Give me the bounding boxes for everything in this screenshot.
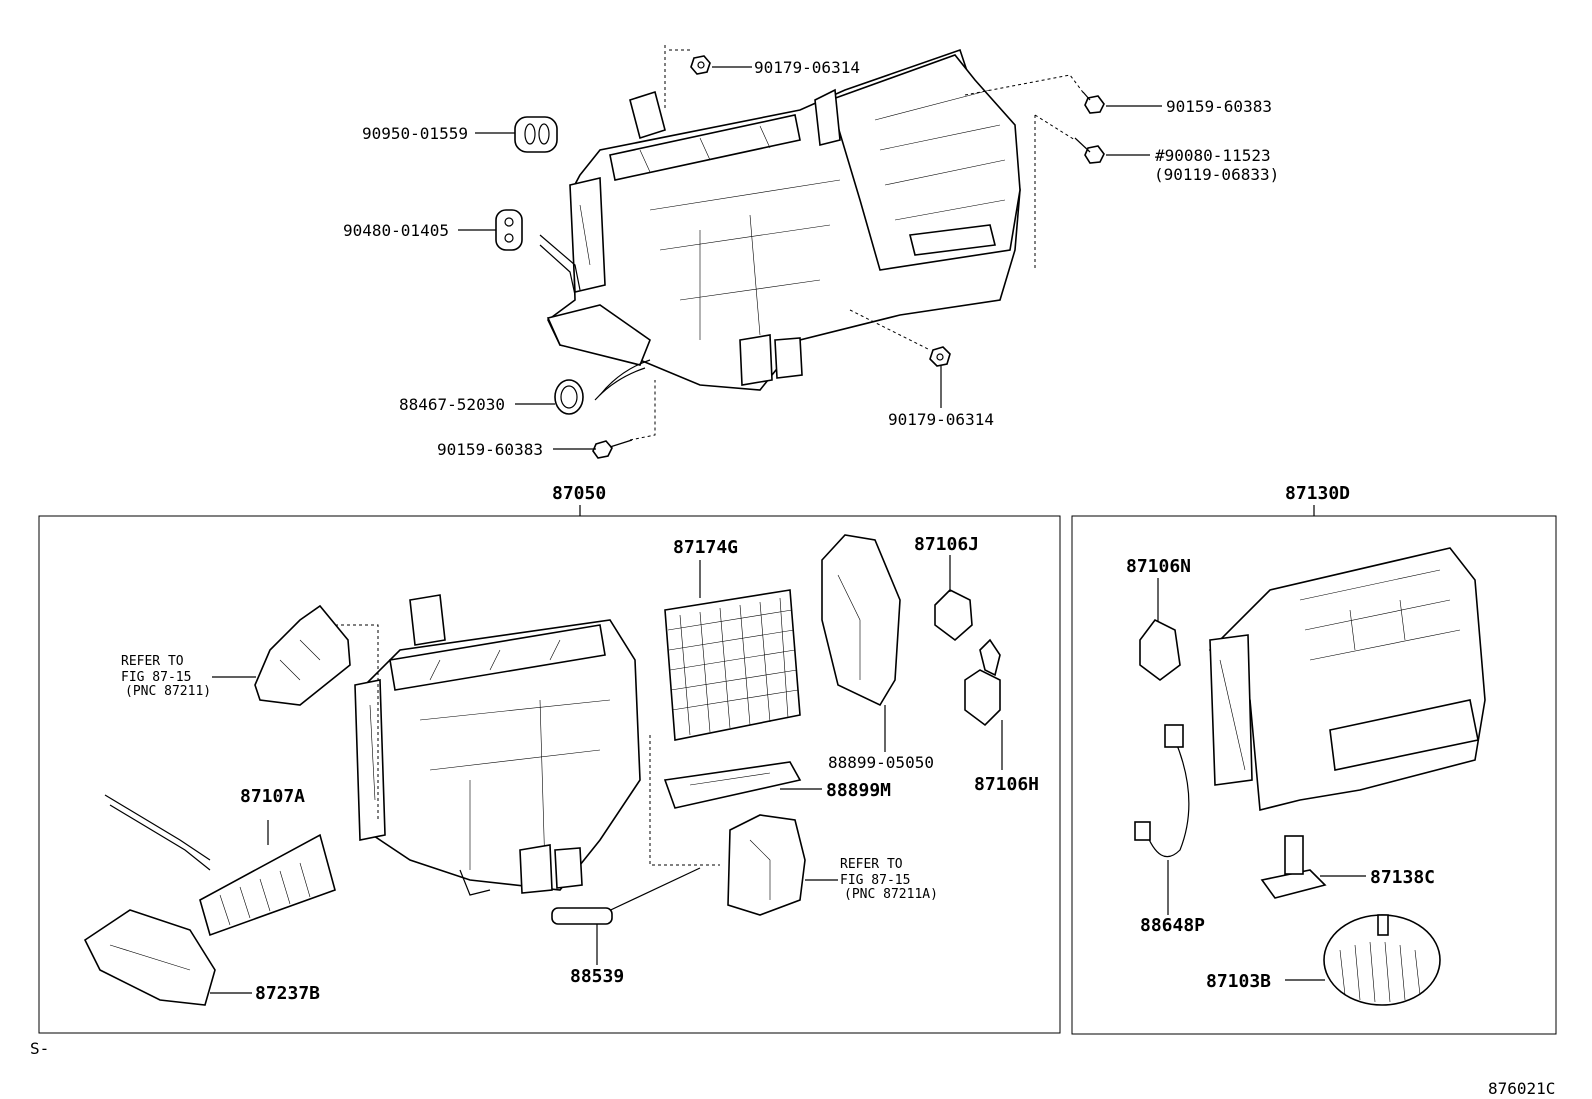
bolt-icon: [592, 439, 633, 459]
hvac-unit-assembly: [539, 48, 1021, 401]
part-label: 88467-52030: [399, 395, 505, 414]
blower-motor: [1285, 914, 1441, 1006]
corner-note: S-: [30, 1039, 49, 1058]
part-label: #90080-11523: [1155, 146, 1271, 165]
part-label: 87103B: [1206, 971, 1271, 992]
part-label: 87107A: [240, 786, 305, 807]
part-label: 88899M: [826, 780, 891, 801]
blower-case: [1208, 547, 1486, 812]
part-label: 88648P: [1140, 915, 1205, 936]
part-label: 87106J: [914, 534, 979, 555]
group-frame-87050: [38, 515, 1061, 1034]
bolt-icon: [1082, 91, 1105, 114]
group-title: 87050: [552, 483, 606, 504]
air-filter: [664, 560, 801, 741]
part-label: 90159-60383: [1166, 97, 1272, 116]
part-label: 88539: [570, 966, 624, 987]
part-label: 87106N: [1126, 556, 1191, 577]
part-label: 87138C: [1370, 867, 1435, 888]
damper-module: [254, 604, 351, 706]
part-label: 90950-01559: [362, 124, 468, 143]
part-label: 90179-06314: [888, 410, 994, 429]
refer-note: FIG 87-15: [840, 873, 910, 888]
temp-sensor: [551, 867, 701, 965]
servo-motor: [1139, 578, 1181, 681]
refer-note: FIG 87-15: [121, 670, 191, 685]
servo-motor: [934, 555, 973, 642]
duct-module: [727, 814, 806, 916]
refer-note: (PNC 87211): [125, 684, 211, 699]
group-title: 87130D: [1285, 483, 1350, 504]
evaporator-sensor: [663, 761, 822, 809]
part-label: 87237B: [255, 983, 320, 1004]
part-label: 87174G: [673, 537, 738, 558]
heater-core: [104, 794, 336, 937]
wire-harness: [1134, 724, 1190, 915]
resistor-icon: [1260, 835, 1366, 899]
refer-note: REFER TO: [121, 654, 184, 669]
figure-code: 876021C: [1488, 1079, 1555, 1098]
nut-icon: [690, 55, 711, 75]
part-label: 90159-60383: [437, 440, 543, 459]
bolt-icon: [1074, 137, 1105, 164]
servo-motor: [964, 638, 1003, 770]
refer-note: (PNC 87211A): [844, 887, 938, 902]
part-label: 88899-05050: [828, 753, 934, 772]
nut-icon: [929, 346, 951, 367]
part-label: 90480-01405: [343, 221, 449, 240]
hvac-case: [354, 594, 641, 896]
heater-cover: [83, 909, 252, 1006]
part-label: (90119-06833): [1154, 165, 1279, 184]
clip-icon: [495, 209, 523, 251]
filter-cover: [821, 534, 901, 752]
part-label: 87106H: [974, 774, 1039, 795]
grommet-icon: [514, 116, 558, 153]
part-label: 90179-06314: [754, 58, 860, 77]
refer-note: REFER TO: [840, 857, 903, 872]
plug-icon: [554, 379, 584, 415]
